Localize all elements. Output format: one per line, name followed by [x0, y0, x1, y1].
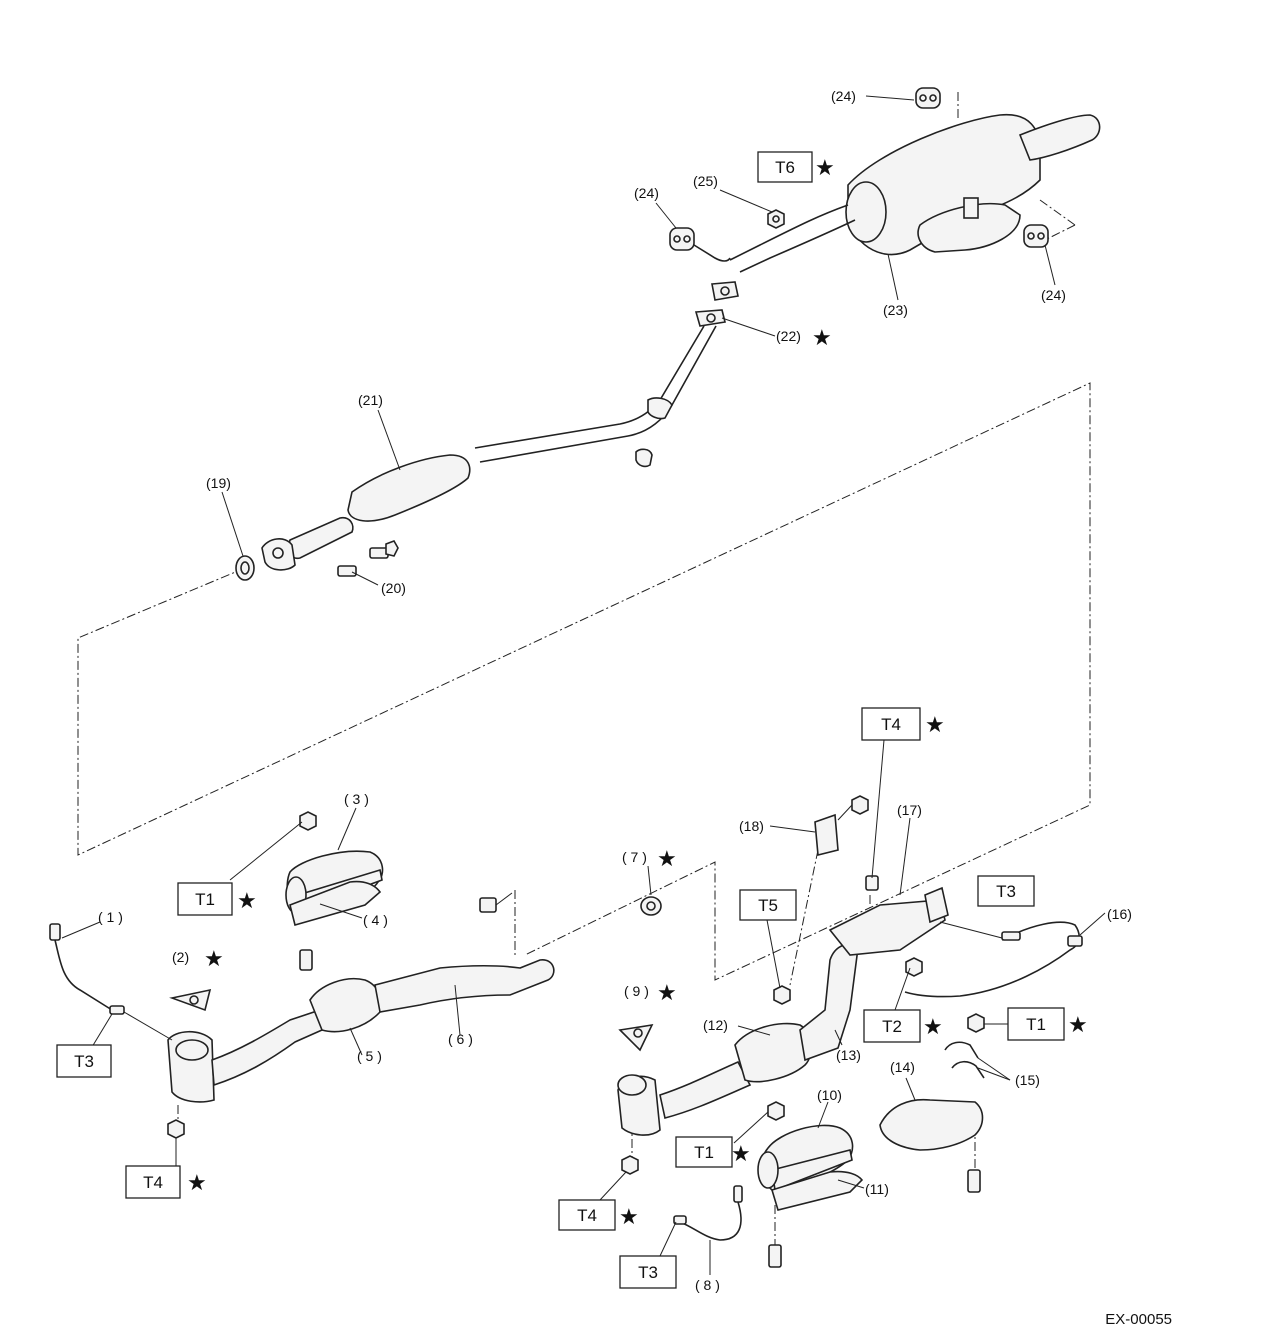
label-17: (17): [897, 802, 922, 818]
part-labels: (24) (25) (24) (23) (24) (22) (21) (19) …: [98, 88, 1132, 1293]
nut-t2: [905, 957, 923, 977]
heat-shield-right: [757, 1101, 854, 1268]
rubber-hanger-left: [669, 227, 731, 262]
svg-text:T2: T2: [882, 1017, 902, 1036]
torque-tag-t3-lower: T3: [619, 1255, 677, 1289]
bracket-18: [814, 795, 869, 857]
label-18: (18): [739, 818, 764, 834]
rear-flange: [694, 281, 739, 327]
label-16: (16): [1107, 906, 1132, 922]
oxygen-sensor-1: [49, 923, 173, 1041]
svg-text:T3: T3: [74, 1052, 94, 1071]
torque-tag-t5: T5: [739, 889, 797, 921]
lower-cover-left: [289, 880, 382, 926]
svg-text:T5: T5: [758, 896, 778, 915]
rubber-hanger-right: [1023, 224, 1049, 248]
svg-text:T4: T4: [577, 1206, 597, 1225]
label-8: ( 8 ): [695, 1277, 720, 1293]
gasket-7: [640, 896, 662, 916]
label-7: ( 7 ): [622, 849, 647, 865]
label-22: (22): [776, 328, 801, 344]
svg-text:T3: T3: [996, 882, 1016, 901]
svg-text:★: ★: [657, 981, 677, 1006]
svg-text:T4: T4: [143, 1173, 163, 1192]
front-exhaust-pipe-left: [167, 959, 555, 1103]
torque-tag-t6: T6 ★: [757, 151, 835, 183]
torque-tag-t1-left: T1 ★: [177, 882, 257, 916]
torque-tags: T6 ★ T4 ★ T3 T5 T2 ★ T1 ★ T1 ★: [56, 151, 1088, 1289]
svg-text:★: ★: [187, 1171, 207, 1196]
bolt-t5: [773, 985, 791, 1005]
label-5: ( 5 ): [357, 1048, 382, 1064]
torque-tag-t4-left: T4 ★: [125, 1165, 207, 1199]
svg-text:T1: T1: [195, 890, 215, 909]
bolts-20: [337, 540, 399, 577]
bolt-left-mid: [479, 892, 513, 913]
label-1: ( 1 ): [98, 909, 123, 925]
label-2: (2): [172, 949, 189, 965]
svg-text:T6: T6: [775, 158, 795, 177]
rear-muffler: [729, 113, 1101, 273]
svg-text:★: ★: [204, 947, 224, 972]
label-25: (25): [693, 173, 718, 189]
center-pipe: [261, 325, 717, 571]
torque-tag-t4-lower: T4 ★: [558, 1199, 639, 1231]
svg-text:T1: T1: [694, 1143, 714, 1162]
label-19: (19): [206, 475, 231, 491]
torque-tag-t4-top: T4 ★: [861, 707, 945, 741]
label-23: (23): [883, 302, 908, 318]
torque-tag-t1-right: T1 ★: [1007, 1007, 1088, 1041]
label-10: (10): [817, 1087, 842, 1103]
label-4: ( 4 ): [363, 912, 388, 928]
svg-text:★: ★: [657, 847, 677, 872]
lower-cover-right: [771, 1170, 864, 1211]
label-20: (20): [381, 580, 406, 596]
label-13: (13): [836, 1047, 861, 1063]
gasket-2: [169, 988, 212, 1012]
svg-text:★: ★: [1068, 1013, 1088, 1038]
label-9: ( 9 ): [624, 983, 649, 999]
svg-text:★: ★: [619, 1205, 639, 1230]
svg-text:★: ★: [925, 713, 945, 738]
label-11: (11): [865, 1181, 889, 1197]
clamps-15: [944, 1041, 985, 1079]
label-14: (14): [890, 1059, 915, 1075]
front-exhaust-pipe-right: [617, 875, 949, 1136]
svg-text:T1: T1: [1026, 1015, 1046, 1034]
nut-lower-left: [167, 1119, 185, 1139]
heat-shield-14: [879, 1098, 984, 1193]
label-6: ( 6 ): [448, 1031, 473, 1047]
leader-lines: [61, 95, 1106, 1275]
svg-text:★: ★: [923, 1015, 943, 1040]
gasket-19: [235, 555, 255, 581]
label-21: (21): [358, 392, 383, 408]
torque-tag-t3-right: T3: [977, 875, 1035, 907]
label-24-right: (24): [1041, 287, 1066, 303]
torque-tag-t2: T2 ★: [863, 1009, 943, 1043]
oxygen-sensor-16: [904, 921, 1083, 998]
nut-t4-lower: [621, 1155, 639, 1175]
svg-text:★: ★: [237, 889, 257, 914]
label-24-top: (24): [831, 88, 856, 104]
label-3: ( 3 ): [344, 791, 369, 807]
nut-t1-right: [967, 1013, 985, 1033]
label-stars: ★ ★ ★ ★: [204, 326, 832, 1006]
label-12: (12): [703, 1017, 728, 1033]
nut-25: [767, 209, 785, 229]
gasket-9: [618, 1023, 654, 1052]
svg-text:★: ★: [815, 156, 835, 181]
svg-text:T4: T4: [881, 715, 901, 734]
svg-text:T3: T3: [638, 1263, 658, 1282]
rubber-hanger-top: [915, 87, 941, 109]
oxygen-sensor-8: [673, 1185, 743, 1241]
label-24-left: (24): [634, 185, 659, 201]
figure-code: EX-00055: [1105, 1311, 1172, 1328]
svg-text:★: ★: [731, 1142, 751, 1167]
label-15: (15): [1015, 1072, 1040, 1088]
svg-text:★: ★: [812, 326, 832, 351]
torque-tag-t3-left: T3: [56, 1044, 112, 1078]
torque-tag-t1-lower: T1 ★: [675, 1136, 751, 1168]
